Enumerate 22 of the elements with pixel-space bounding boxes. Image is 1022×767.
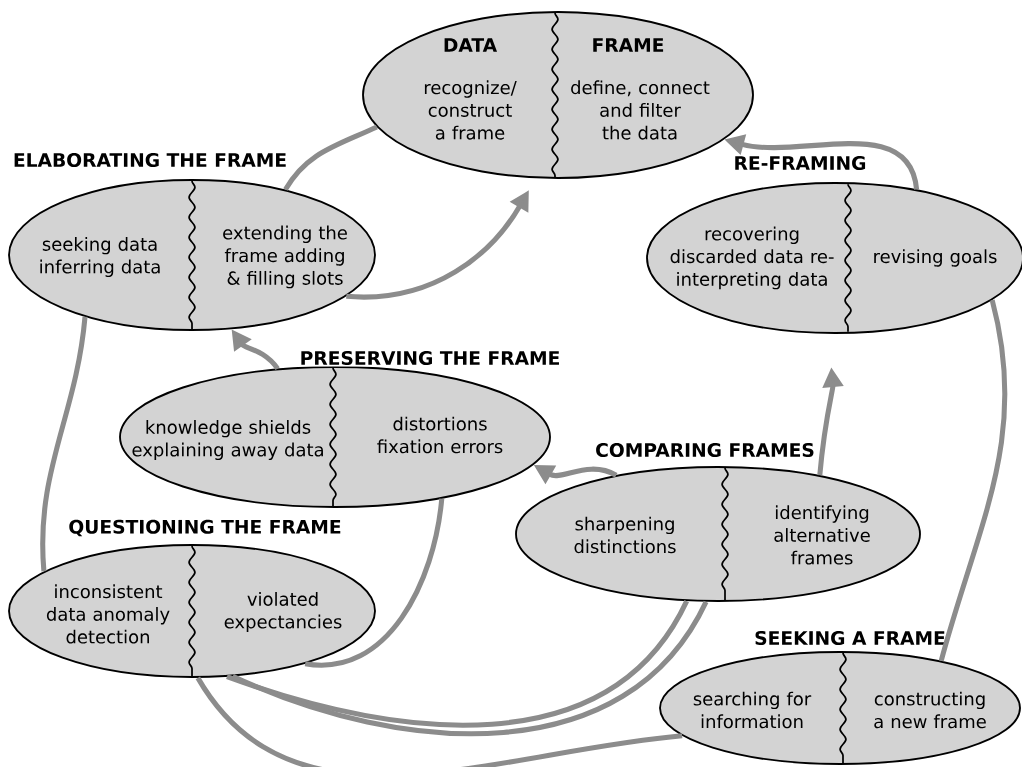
- stage-heading: SEEKING A FRAME: [752, 629, 948, 647]
- stage-heading: QUESTIONING THE FRAME: [67, 518, 343, 538]
- stage-text: recovering discarded data re-interpreting data: [670, 226, 834, 290]
- stage-heading: PRESERVING THE FRAME: [298, 349, 562, 367]
- stage-text: extending the frame adding & filling slots: [223, 225, 347, 289]
- stage-text: constructing a new frame: [874, 691, 986, 729]
- stage-text: inconsistent data anomaly detection: [46, 584, 170, 644]
- stage-text: knowledge shields explaining away data: [132, 419, 323, 461]
- stage-text: identifying alternative frames: [774, 505, 870, 565]
- stage-text: recognize/ construct a frame: [424, 80, 517, 140]
- stage-text: violated expectancies: [224, 591, 342, 633]
- stage-text: distortions fixation errors: [377, 416, 503, 454]
- stage-text: revising goals: [874, 249, 997, 267]
- stage-heading: COMPARING FRAMES: [593, 441, 817, 459]
- stage-text: sharpening distinctions: [574, 516, 676, 554]
- column-heading: DATA: [444, 38, 498, 52]
- stage-heading: ELABORATING THE FRAME: [11, 151, 289, 169]
- stage-text: searching for information: [693, 691, 812, 729]
- column-heading: FRAME: [593, 38, 664, 52]
- stage-heading: RE-FRAMING: [732, 154, 868, 172]
- stage-text: seeking data inferring data: [40, 236, 160, 278]
- stage-text: define, connect and filter the data: [571, 80, 710, 140]
